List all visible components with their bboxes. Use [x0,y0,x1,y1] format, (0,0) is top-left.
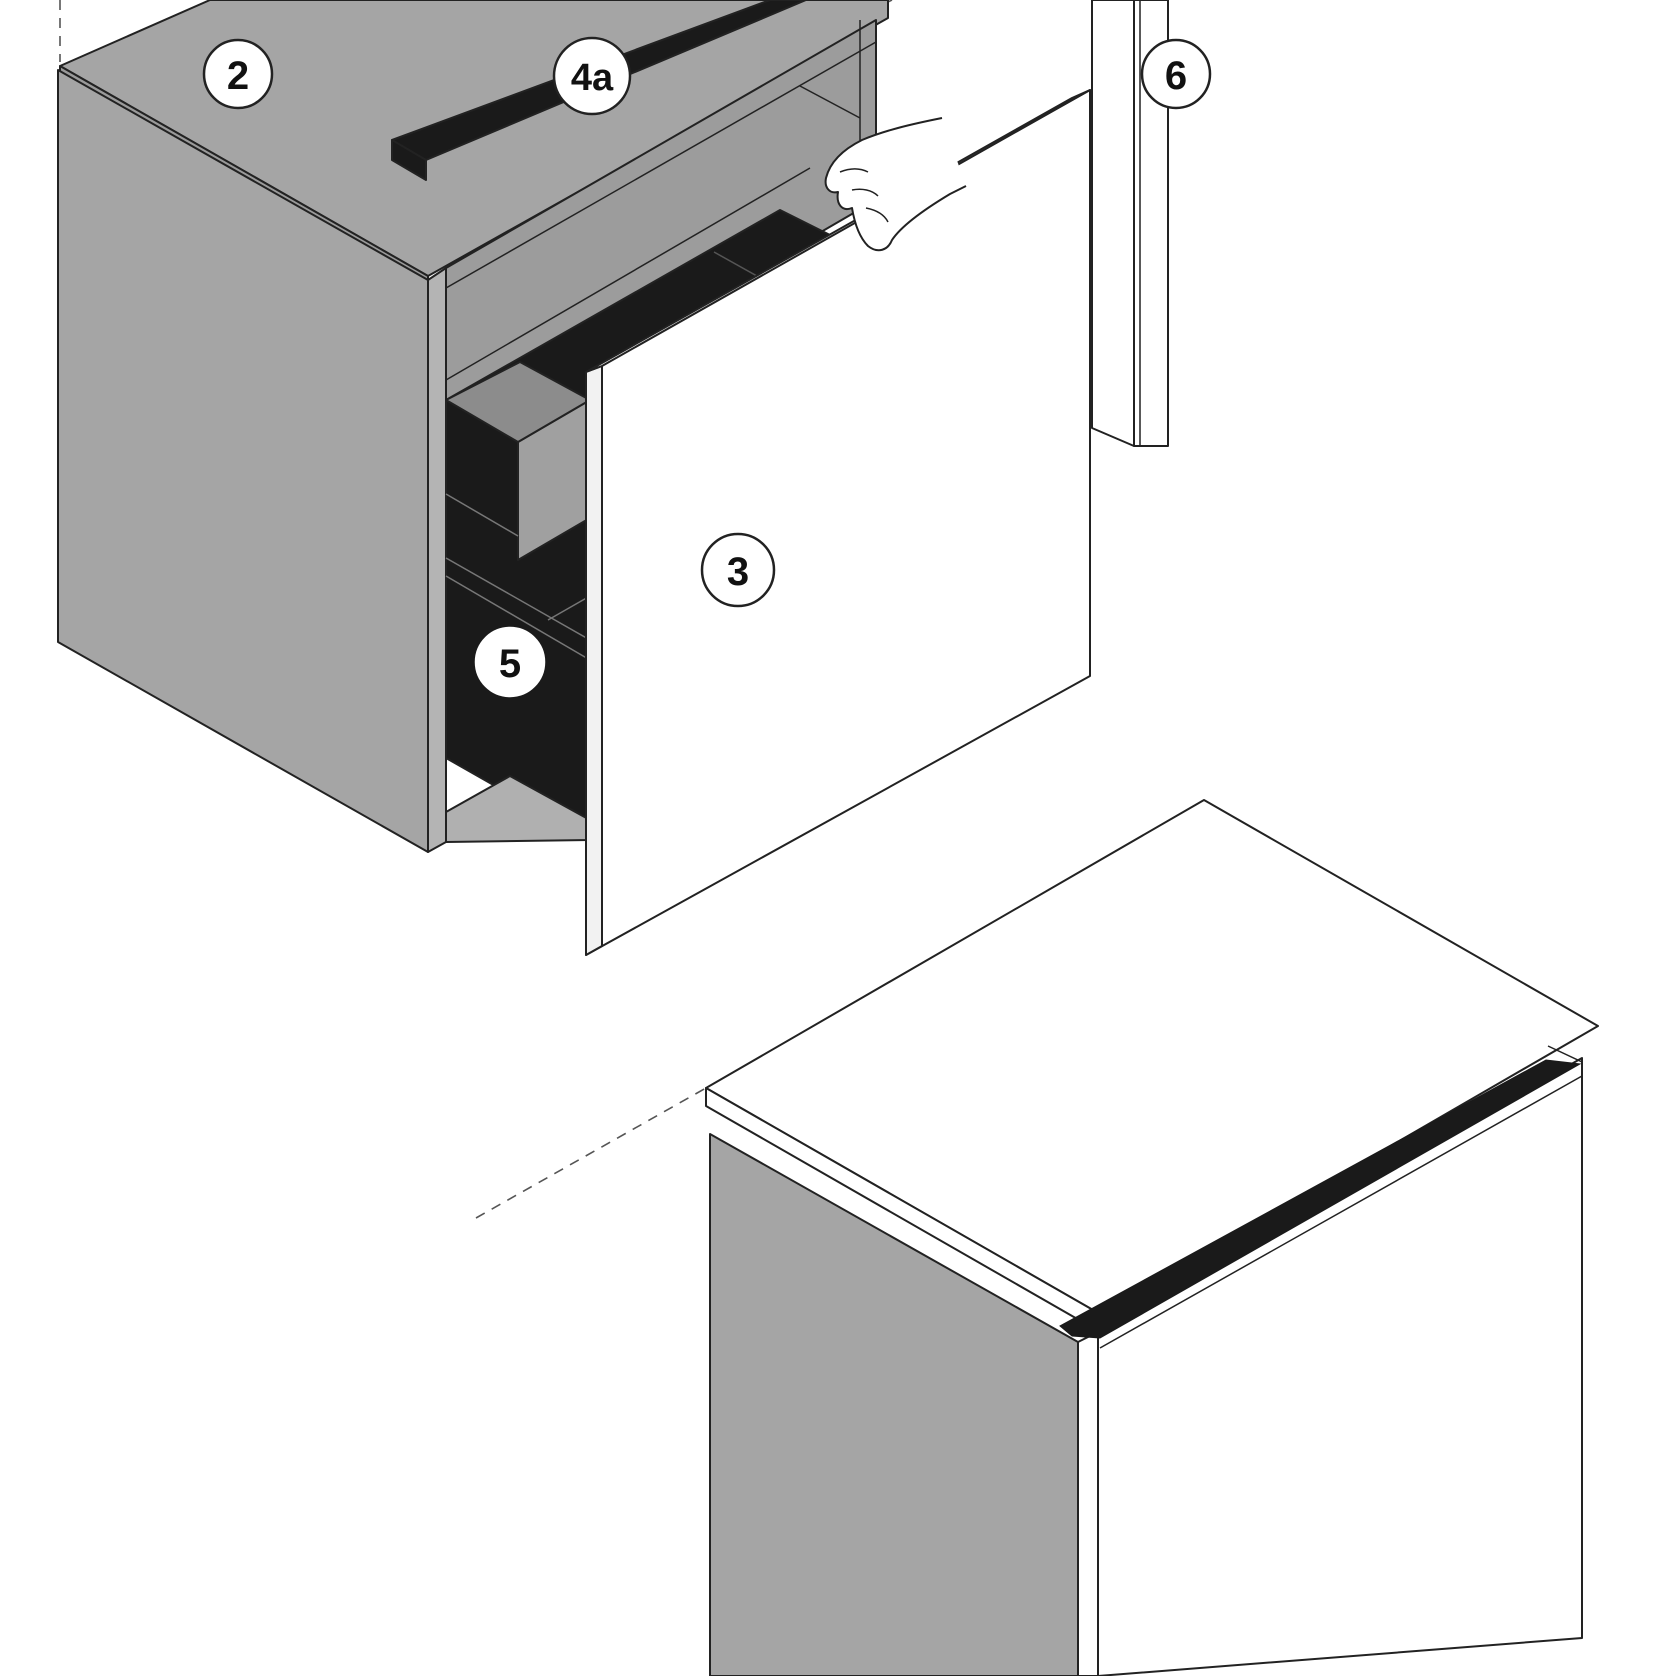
drawer-divider-line [445,557,591,641]
shelf-line [799,85,861,119]
callout-2-circle [202,38,274,110]
lower-cabinet [475,799,1599,1676]
hand-outline [824,117,967,252]
shelf-line [445,41,877,289]
upper-cabinet: 2 4a 6 3 5 [57,0,1212,956]
callout-5: 5 [474,626,546,698]
callout-4a: 4a [552,36,632,116]
lower-cabinet-front-edge [1077,1331,1099,1676]
lower-cabinet-left-side [709,1133,1079,1676]
callout-4a-circle [552,36,632,116]
callout-2: 2 [202,38,274,110]
callout-5-circle [474,626,546,698]
callout-3-circle [700,532,776,608]
callout-6-circle [1140,38,1212,110]
callout-3-label: 3 [727,550,749,594]
cabinet-front-edge [427,267,447,853]
callout-5-label: 5 [499,642,521,686]
rail-4a-front [391,139,427,181]
side-panel-6-face [1091,0,1135,447]
callout-6-label: 6 [1165,54,1187,98]
hand-finger-lines [839,168,889,223]
drawer-divider-line [445,493,519,537]
shelf-line [445,167,811,381]
callout-3: 3 [700,532,776,608]
hand-illustration [824,117,967,252]
lower-cabinet-right-edge [1547,1045,1583,1638]
callout-6: 6 [1140,38,1212,110]
guide-line [475,1087,707,1219]
callout-2-label: 2 [227,54,249,98]
drawer-divider-line [547,595,591,621]
drawer-divider-line [445,575,591,661]
callout-4a-label: 4a [571,57,614,99]
drawer-front-edge [585,365,603,956]
lower-cabinet-black-gap [1059,1059,1582,1339]
lower-cabinet-inner-line [1099,1075,1583,1349]
